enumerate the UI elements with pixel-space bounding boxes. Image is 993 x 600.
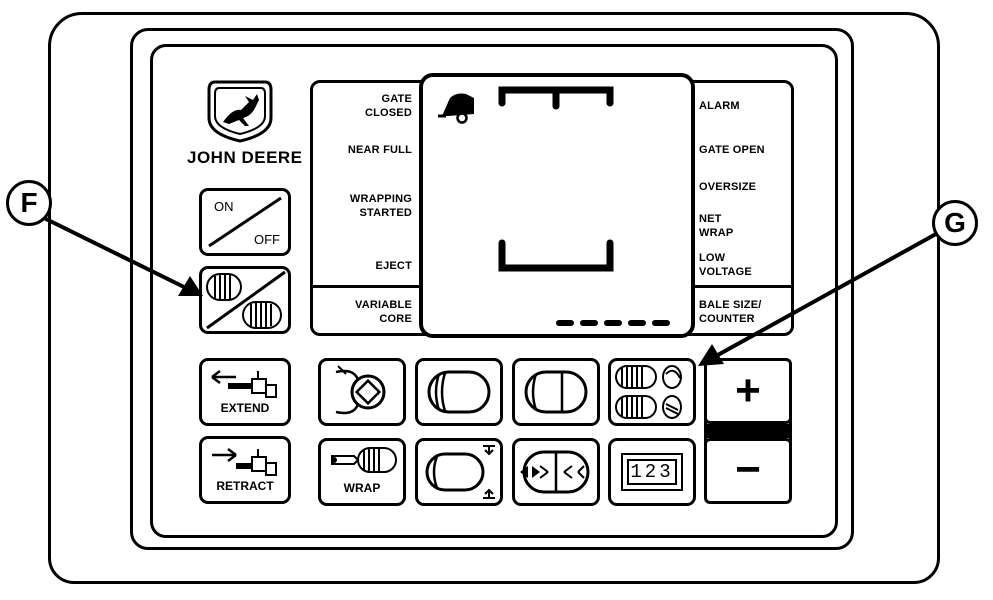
retract-button[interactable]: RETRACT <box>199 436 291 504</box>
bale-core-icon <box>206 270 286 330</box>
callout-f: F <box>6 180 52 226</box>
counter-button[interactable]: 123 <box>608 438 696 506</box>
callout-f-arrowhead <box>178 276 203 296</box>
bale-large-button[interactable] <box>512 358 600 426</box>
adjust-divider <box>704 424 792 438</box>
plus-button[interactable]: + <box>704 358 792 424</box>
bale-large-icon <box>524 370 588 414</box>
twine-arm-icon <box>335 365 386 415</box>
on-label: ON <box>214 199 234 214</box>
bale-shape-icon <box>425 445 495 499</box>
twine-arm-button[interactable] <box>318 358 406 426</box>
label-alarm: ALARM <box>699 100 740 112</box>
extend-label: EXTEND <box>220 401 270 415</box>
john-deere-logo-icon <box>205 78 275 144</box>
net-twine-select-icon <box>615 365 682 419</box>
on-off-diagonal <box>208 196 282 248</box>
brand-name: JOHN DEERE <box>187 148 303 167</box>
label-bale-size-counter: BALE SIZE/COUNTER <box>699 299 762 325</box>
bale-chamber-indicator <box>498 86 614 272</box>
bale-shape-button[interactable] <box>415 438 503 506</box>
extend-arrow-icon <box>211 370 277 398</box>
label-gate-open: GATE OPEN <box>699 144 765 156</box>
wrap-button[interactable]: WRAP <box>318 438 406 506</box>
net-twine-select-button[interactable] <box>608 358 696 426</box>
retract-arrow-icon <box>212 448 277 476</box>
on-off-button[interactable]: ON OFF <box>199 188 291 256</box>
off-label: OFF <box>254 232 280 247</box>
label-near-full: NEAR FULL <box>347 144 412 156</box>
label-oversize: OVERSIZE <box>699 181 757 193</box>
core-mode-button[interactable] <box>199 266 291 334</box>
label-eject: EJECT <box>375 260 412 272</box>
callout-g: G <box>932 200 978 246</box>
callout-g-arrowhead <box>698 344 724 366</box>
counter-icon: 123 <box>621 453 683 491</box>
callout-f-leader <box>43 216 187 290</box>
monitor-bezel <box>130 28 854 550</box>
baler-icon <box>438 88 478 124</box>
wrap-icon <box>331 447 397 473</box>
bale-small-icon <box>427 370 491 414</box>
extend-button[interactable]: EXTEND <box>199 358 291 426</box>
counter-digits: 123 <box>627 459 677 485</box>
minus-button[interactable]: − <box>704 438 792 504</box>
bale-size-segments <box>556 320 670 326</box>
twine-spacing-button[interactable] <box>512 438 600 506</box>
callout-g-leader <box>715 232 937 358</box>
monitor-outer-case <box>48 12 940 584</box>
bale-small-button[interactable] <box>415 358 503 426</box>
retract-label: RETRACT <box>216 479 274 493</box>
wrap-label: WRAP <box>343 481 381 495</box>
twine-spacing-icon <box>520 450 590 494</box>
